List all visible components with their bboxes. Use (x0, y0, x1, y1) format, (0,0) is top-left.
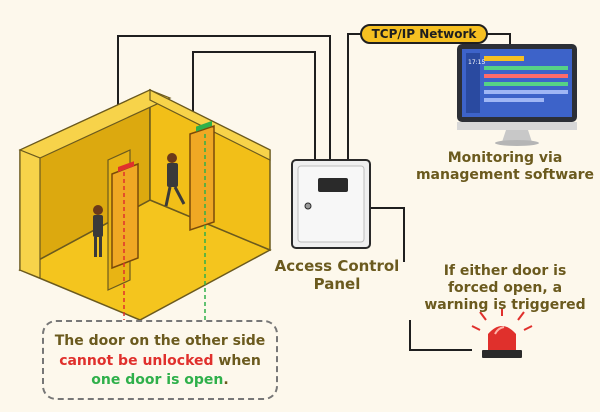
panel-label-line2: Panel (313, 275, 361, 294)
note-line3: one door is open. (44, 371, 276, 391)
monitor-base (495, 140, 539, 146)
wire-panel-to-alarm (370, 207, 405, 262)
siren-icon (471, 308, 533, 358)
monitor-stand (502, 130, 532, 142)
panel-label: Access Control Panel (262, 257, 412, 294)
panel-label-line1: Access Control (274, 257, 400, 275)
room-front-wall (19, 149, 41, 279)
building-illustration (18, 88, 272, 321)
monitor-screen-time: 17:15 (468, 59, 485, 66)
access-control-panel-device (291, 159, 371, 249)
network-label: TCP/IP Network (360, 24, 488, 44)
wire-alarm-drop (409, 320, 472, 351)
person-woman (93, 205, 103, 257)
note-highlight-green: one door is open (91, 372, 224, 389)
panel-keyhole (304, 202, 312, 210)
monitor-device: 17:15 (457, 44, 577, 146)
wire-panel-to-network (347, 33, 362, 160)
note-end: . (223, 372, 229, 389)
monitor-label: Monitoring via management software (405, 150, 600, 184)
wire-door1-to-panel (117, 35, 331, 170)
door-1 (111, 162, 139, 270)
person-man (164, 153, 186, 207)
door-2-lock (196, 120, 212, 132)
panel-display (318, 178, 348, 192)
note-mid: when (213, 352, 261, 369)
door-1-lock (118, 161, 134, 173)
door-interlock-note: The door on the other side cannot be unl… (42, 320, 278, 400)
alarm-label-line3: warning is triggered (424, 297, 586, 314)
alarm-label: If either door is forced open, a warning… (420, 263, 590, 314)
wire-network-to-monitor (487, 33, 511, 44)
note-highlight-red: cannot be unlocked (59, 352, 214, 369)
monitor-label-line2: management software (415, 167, 595, 184)
monitor-label-line1: Monitoring via (447, 150, 563, 166)
alarm-label-line1: If either door is (443, 263, 567, 279)
alarm-label-line2: forced open, a (447, 280, 563, 297)
door-2 (189, 124, 215, 232)
note-line2: cannot be unlocked when (44, 352, 276, 372)
wire-door2-to-panel (192, 51, 316, 162)
note-line1: The door on the other side (54, 333, 266, 349)
wiring (117, 33, 511, 351)
